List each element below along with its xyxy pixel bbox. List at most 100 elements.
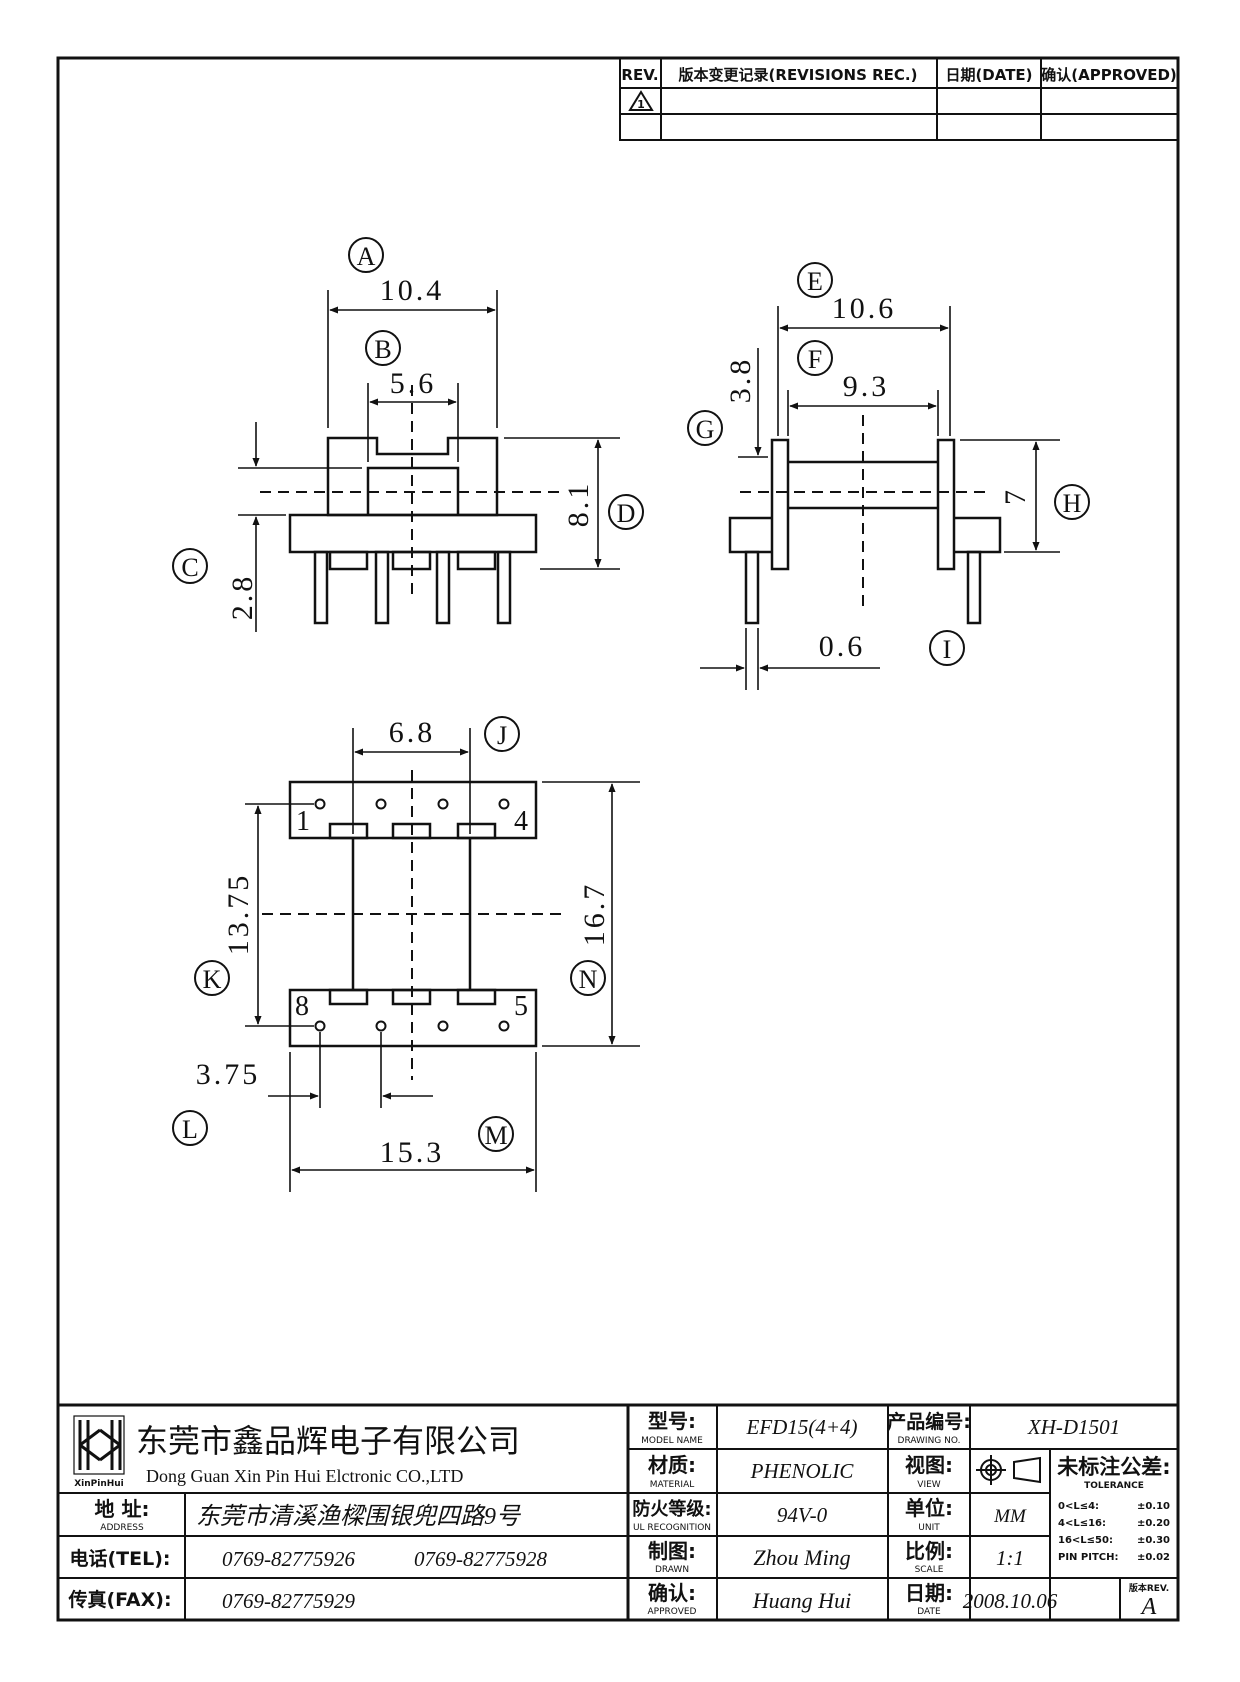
svg-text:单位:: 单位: xyxy=(905,1496,953,1520)
revision-triangle-icon: 1 xyxy=(628,90,654,111)
svg-text:C: C xyxy=(181,553,198,582)
svg-text:SCALE: SCALE xyxy=(915,1565,944,1575)
callout-E: E xyxy=(797,262,833,298)
svg-text:±0.10: ±0.10 xyxy=(1137,1501,1170,1512)
svg-text:M: M xyxy=(484,1121,507,1150)
dim-J: 6.8 xyxy=(389,716,436,749)
dim-G: 3.8 xyxy=(724,357,757,404)
tolerance-label: 未标注公差: xyxy=(1057,1455,1170,1479)
company-name-cn: 东莞市鑫品辉电子有限公司 xyxy=(136,1422,520,1460)
tel-value-1: 0769-82775926 xyxy=(222,1547,355,1571)
approved-value: Huang Hui xyxy=(752,1588,851,1613)
callout-I: I xyxy=(929,630,965,666)
dimension-values: 10.4 5.6 2.8 8.1 10.6 9.3 3.8 7 0.6 6.8 … xyxy=(196,274,1032,1169)
ul-value: 94V-0 xyxy=(777,1503,828,1527)
svg-text:DATE: DATE xyxy=(917,1607,941,1617)
revisions-rec-header: 版本变更记录(REVISIONS REC.) xyxy=(679,66,918,84)
svg-text:比例:: 比例: xyxy=(905,1539,953,1563)
dim-I: 0.6 xyxy=(819,630,866,663)
svg-text:4<L≤16:: 4<L≤16: xyxy=(1058,1518,1106,1529)
svg-text:±0.20: ±0.20 xyxy=(1137,1518,1170,1529)
rev-header: REV. xyxy=(621,66,658,84)
callout-B: B xyxy=(365,330,401,366)
drawing-border xyxy=(56,56,1180,1622)
rev-value: A xyxy=(1140,1594,1157,1620)
svg-text:APPROVED: APPROVED xyxy=(648,1607,697,1617)
date-header: 日期(DATE) xyxy=(945,66,1032,84)
model-value: EFD15(4+4) xyxy=(746,1415,858,1439)
front-view-centerlines xyxy=(260,385,562,600)
projection-symbol-icon xyxy=(976,1455,1041,1485)
address-label: 地 址: xyxy=(95,1497,150,1521)
approved-header: 确认(APPROVED) xyxy=(1041,66,1177,84)
dim-L: 3.75 xyxy=(196,1058,261,1091)
svg-text:确认:: 确认: xyxy=(648,1581,696,1605)
side-view xyxy=(728,438,1002,625)
pin-5: 5 xyxy=(514,991,528,1022)
callout-letters: A B C D E F G H I J K L M N xyxy=(172,237,1090,1152)
callout-K: K xyxy=(194,960,230,996)
svg-text:E: E xyxy=(807,267,823,296)
svg-text:型号:: 型号: xyxy=(648,1409,696,1433)
svg-text:PIN PITCH:: PIN PITCH: xyxy=(1058,1552,1118,1563)
svg-text:B: B xyxy=(374,335,391,364)
address-value: 东莞市清溪渔樑围银兜四路9号 xyxy=(196,1503,522,1530)
svg-text:J: J xyxy=(497,721,507,750)
dim-N: 16.7 xyxy=(578,882,611,947)
scale-value: 1:1 xyxy=(996,1546,1024,1570)
svg-text:DRAWN: DRAWN xyxy=(655,1565,689,1575)
title-block-grid xyxy=(58,1403,1178,1620)
pin-numbers: 1 4 8 5 xyxy=(295,806,528,1022)
material-value: PHENOLIC xyxy=(750,1459,855,1483)
callout-N: N xyxy=(570,960,606,996)
svg-text:材质:: 材质: xyxy=(648,1453,696,1477)
tolerance-sublabel: TOLERANCE xyxy=(1084,1481,1144,1491)
side-view-dimensions xyxy=(700,306,1060,690)
company-logo: XinPinHui xyxy=(73,1415,125,1489)
title-values-left: EFD15(4+4) PHENOLIC 94V-0 Zhou Ming Huan… xyxy=(746,1415,858,1613)
dim-H: 7 xyxy=(999,487,1032,505)
svg-text:1: 1 xyxy=(637,98,645,111)
svg-text:F: F xyxy=(808,345,822,374)
svg-text:A: A xyxy=(357,242,376,271)
side-view-centerlines xyxy=(740,415,990,610)
svg-text:±0.30: ±0.30 xyxy=(1137,1535,1170,1546)
svg-text:视图:: 视图: xyxy=(905,1453,953,1477)
front-view xyxy=(288,436,538,625)
svg-text:MODEL NAME: MODEL NAME xyxy=(641,1436,703,1446)
drawing-no-value: XH-D1501 xyxy=(1027,1415,1120,1439)
drawn-value: Zhou Ming xyxy=(753,1545,850,1570)
title-labels-right: 产品编号: DRAWING NO. 视图: VIEW 单位: UNIT 比例: … xyxy=(887,1410,971,1617)
svg-text:产品编号:: 产品编号: xyxy=(887,1410,971,1433)
svg-text:L: L xyxy=(182,1115,198,1144)
tolerance-block: 未标注公差: TOLERANCE 0<L≤4: ±0.10 4<L≤16: ±0… xyxy=(1057,1455,1170,1563)
address-sublabel: ADDRESS xyxy=(100,1523,144,1533)
callout-J: J xyxy=(484,716,520,752)
dim-D: 8.1 xyxy=(562,481,595,528)
dim-C: 2.8 xyxy=(226,574,259,621)
dim-A: 10.4 xyxy=(380,274,445,307)
pin-4: 4 xyxy=(514,806,528,837)
svg-text:I: I xyxy=(943,635,952,664)
svg-text:16<L≤50:: 16<L≤50: xyxy=(1058,1535,1113,1546)
svg-text:N: N xyxy=(579,965,598,994)
svg-text:VIEW: VIEW xyxy=(917,1480,940,1490)
callout-G: G xyxy=(687,410,723,446)
svg-text:UL RECOGNITION: UL RECOGNITION xyxy=(633,1523,711,1533)
svg-text:DRAWING NO.: DRAWING NO. xyxy=(898,1436,961,1446)
bottom-view-centerlines xyxy=(262,770,562,1080)
revision-block xyxy=(619,57,1179,141)
fax-label: 传真(FAX): xyxy=(67,1588,171,1611)
svg-text:G: G xyxy=(696,415,715,444)
callout-M: M xyxy=(478,1116,514,1152)
title-labels-left: 型号: MODEL NAME 材质: MATERIAL 防火等级: UL REC… xyxy=(632,1409,711,1617)
callout-L: L xyxy=(172,1110,208,1146)
svg-text:H: H xyxy=(1063,489,1082,518)
rev-label: 版本REV. xyxy=(1128,1582,1169,1594)
svg-text:日期:: 日期: xyxy=(905,1581,953,1605)
callout-H: H xyxy=(1054,484,1090,520)
svg-text:±0.02: ±0.02 xyxy=(1137,1552,1170,1563)
dim-E: 10.6 xyxy=(832,292,897,325)
pin-1: 1 xyxy=(296,806,310,837)
